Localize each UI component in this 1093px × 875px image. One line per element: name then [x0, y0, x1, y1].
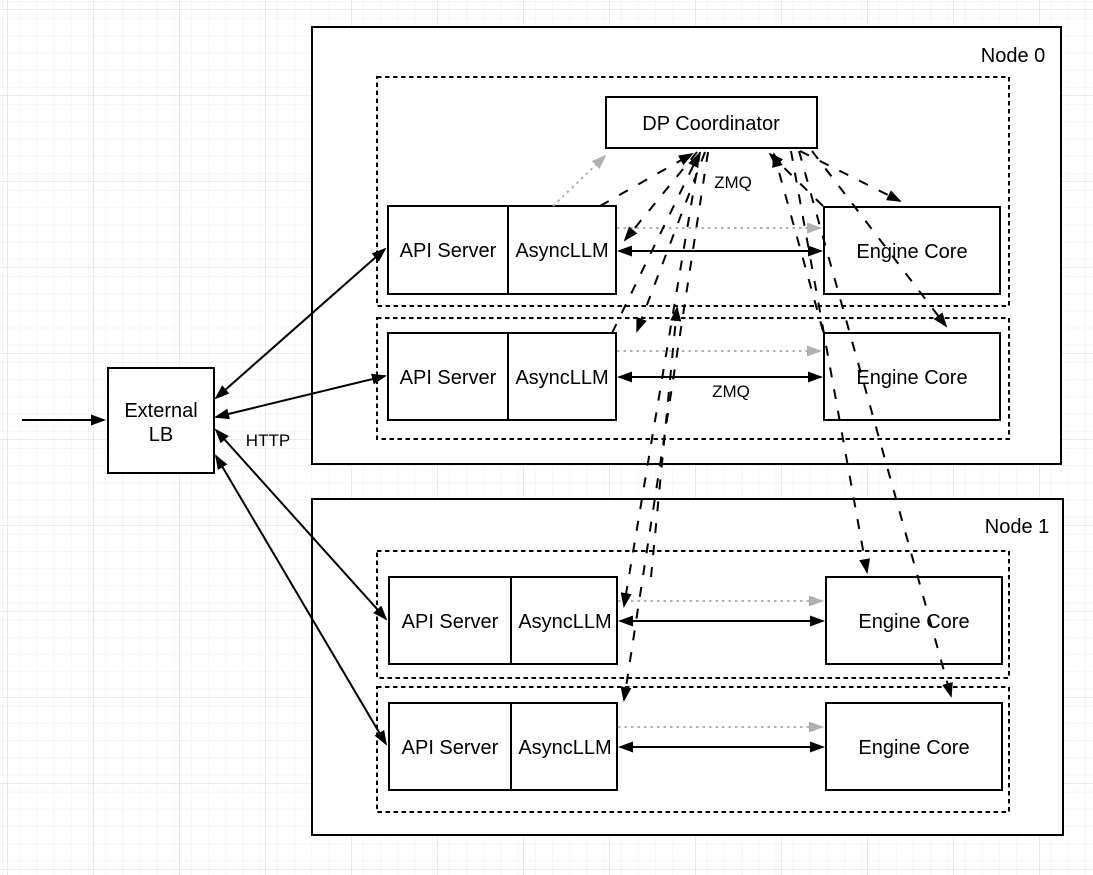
zmq-label-row1: ZMQ [714, 173, 752, 192]
node1-group: Node 1 API Server AsyncLLM Engine Core A… [311, 498, 1064, 836]
node0-row1-engine-core-box [823, 206, 1001, 295]
dashed-arrow-dp-to-node0-row2-engine [811, 150, 948, 328]
node1-row2-process-group [376, 686, 1010, 813]
external-lb-group: External LB HTTP [107, 367, 290, 474]
node1-row2-api-server-label: API Server [402, 737, 499, 759]
node0-row1-api-asyncllm-box [387, 205, 617, 295]
node0-row2-process-group [376, 317, 1010, 440]
dotted-gray-arrows [552, 154, 824, 733]
http-label: HTTP [246, 431, 290, 450]
node1-row1: API Server AsyncLLM Engine Core [388, 576, 1003, 665]
node0-group: Node 0 DP Coordinator API Server AsyncLL… [311, 26, 1062, 465]
node0-row2: API Server AsyncLLM Engine Core [387, 332, 1001, 421]
node1-row1-api-asyncllm-box [388, 576, 618, 665]
arrow-lb-node1-row2-api [214, 454, 388, 746]
solid-arrows [22, 245, 825, 753]
node0-row1-asyncllm-label: AsyncLLM [515, 240, 608, 262]
dp-coordinator-box [605, 96, 818, 149]
dashed-arrow-dp-to-node1-row2-engine [798, 150, 953, 698]
node1-row1-engine-core-box [825, 576, 1003, 665]
node0-row1-engine-core-label: Engine Core [856, 241, 967, 263]
node0-row1-process-group [376, 76, 1010, 307]
node1-row2-engine-core-label: Engine Core [858, 737, 969, 759]
dashed-coordinator-arrows [599, 150, 953, 702]
dotted-arrow-asyncllm-to-dp-coordinator [552, 154, 607, 207]
node1-row2-asyncllm-label: AsyncLLM [518, 737, 611, 759]
external-lb-label-line2: LB [149, 424, 173, 446]
dashed-arrow-dp-to-node1-row1-asyncllm [620, 151, 701, 608]
node0-row1-api-server-label: API Server [400, 240, 497, 262]
node0-row2-api-server-label: API Server [400, 367, 497, 389]
node1-label: Node 1 [985, 516, 1050, 538]
node1-row1-process-group [376, 550, 1010, 679]
node0-label: Node 0 [981, 45, 1046, 67]
node1-row2-api-asyncllm-box [388, 702, 618, 791]
arrow-lb-node0-row1-api [214, 247, 387, 400]
dashed-arrow-dp-to-node0-row1-engine [799, 150, 902, 202]
node1-row1-api-server-label: API Server [402, 611, 499, 633]
external-lb-label-line1: External [124, 400, 197, 422]
node0-row2-asyncllm-label: AsyncLLM [515, 367, 608, 389]
external-lb-box [107, 367, 215, 474]
dashed-arrow-dp-to-node0-row1-asyncllm [623, 151, 698, 242]
node1-row2: API Server AsyncLLM Engine Core [388, 702, 1003, 791]
node0-row1: API Server AsyncLLM Engine Core [387, 205, 1001, 295]
dashed-arrow-dp-to-node1-row1-engine [790, 150, 871, 574]
dashed-arrow-node0-row2-engine-to-dp [772, 152, 824, 332]
node0-row2-api-asyncllm-box [387, 332, 617, 421]
dashed-arrow-dp-to-node0-row2-asyncllm [636, 151, 706, 333]
zmq-label-row2: ZMQ [712, 382, 750, 401]
dashed-arrow-node0-row1-asyncllm-to-dp [599, 153, 694, 207]
node1-row1-engine-core-label: Engine Core [858, 611, 969, 633]
node1-row2-engine-core-box [825, 702, 1003, 791]
dashed-arrow-dp-to-node1-row2-asyncllm [620, 151, 709, 702]
dp-coordinator-label: DP Coordinator [642, 113, 780, 135]
node1-row1-asyncllm-label: AsyncLLM [518, 611, 611, 633]
node0-row2-engine-core-label: Engine Core [856, 367, 967, 389]
arrow-lb-node0-row2-api [214, 373, 387, 420]
